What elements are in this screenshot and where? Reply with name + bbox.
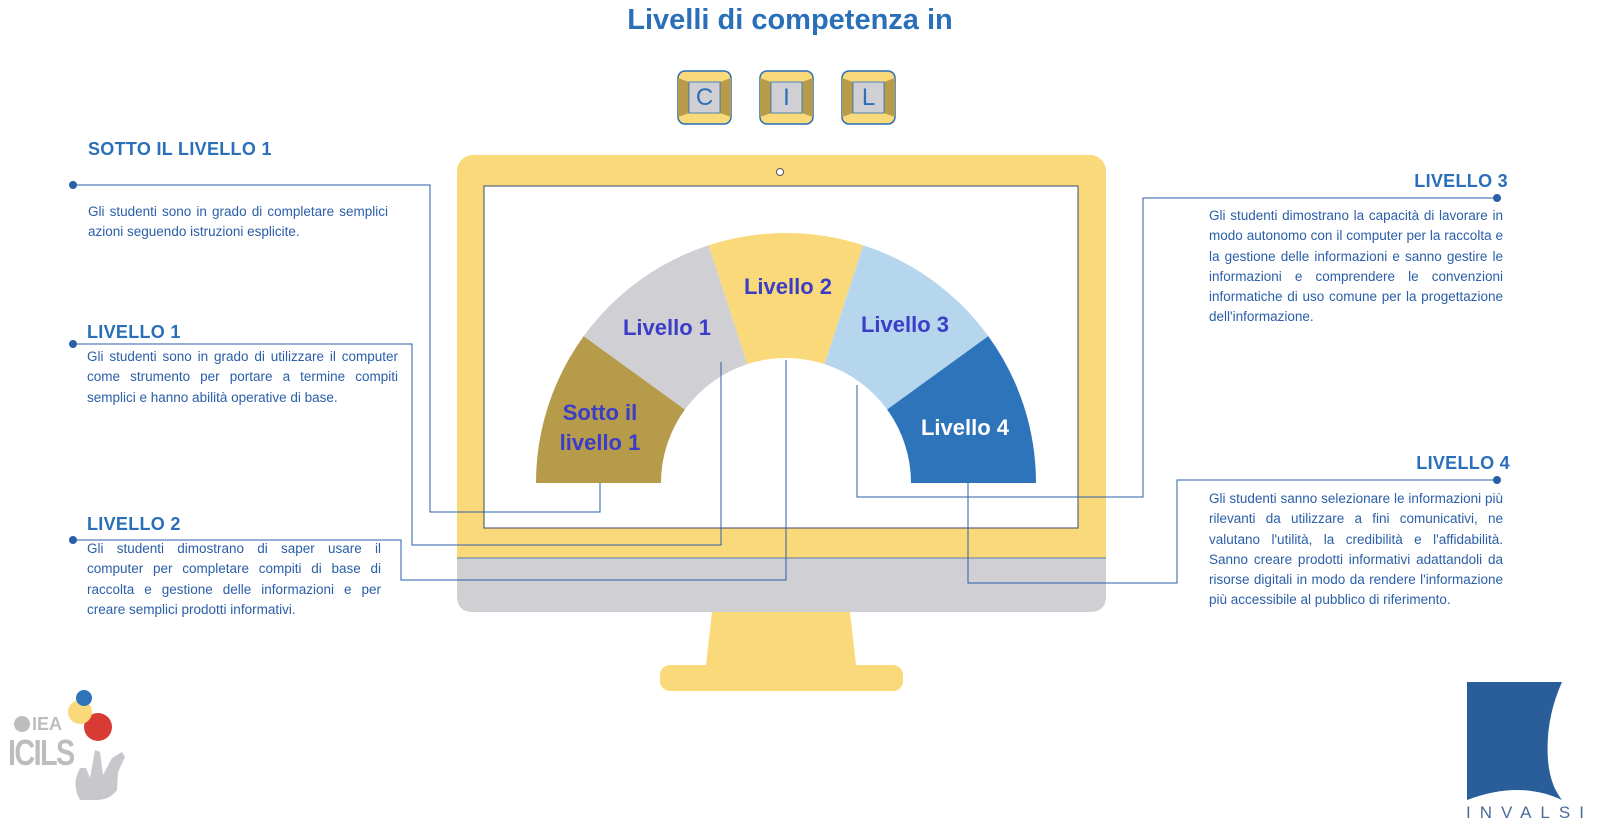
- connectors: [69, 181, 1501, 584]
- gauge-label-sotto-livello-1: Sotto il livello 1: [559, 400, 641, 455]
- connector-sotto-livello-1: [73, 184, 601, 513]
- text-sotto-livello-1: Gli studenti sono in grado di completare…: [88, 204, 388, 240]
- icils-logo: [14, 690, 125, 800]
- invalsi-logo-text: INVALSI: [1466, 803, 1593, 822]
- iea-logo-text: IEA: [32, 714, 63, 734]
- monitor-base: [660, 665, 903, 691]
- heading-livello-2: LIVELLO 2: [87, 514, 181, 534]
- connector-livello-3: [856, 197, 1497, 498]
- gauge-segment-livello-3: [824, 245, 989, 410]
- monitor-stand: [706, 612, 856, 665]
- connector-dot-sotto-livello-1: [69, 181, 77, 189]
- heading-livello-4: LIVELLO 4: [1416, 453, 1510, 473]
- invalsi-logo: [1467, 682, 1562, 800]
- key-l: L: [841, 70, 896, 125]
- page-title: Livelli di competenza in: [627, 4, 953, 36]
- gauge-segment-livello-1: [583, 245, 748, 410]
- gauge: [536, 232, 1036, 483]
- connector-livello-1: [73, 343, 722, 546]
- text-livello-1: Gli studenti sono in grado di utilizzare…: [87, 349, 398, 405]
- gauge-label-livello-2: Livello 2: [743, 274, 833, 299]
- connector-livello-4: [967, 479, 1497, 584]
- heading-sotto-livello-1: SOTTO IL LIVELLO 1: [88, 139, 272, 159]
- connector-dot-livello-3: [1493, 194, 1501, 202]
- gauge-label-livello-1: Livello 1: [622, 315, 712, 340]
- heading-livello-3: LIVELLO 3: [1414, 171, 1508, 191]
- icils-logo-text: ICILS: [8, 732, 75, 773]
- text-livello-4: Gli studenti sanno selezionare le inform…: [1209, 491, 1503, 608]
- camera-icon: [776, 168, 784, 176]
- key-i: I: [759, 70, 814, 125]
- connector-dot-livello-1: [69, 340, 77, 348]
- text-livello-3: Gli studenti dimostrano la capacità di l…: [1209, 208, 1503, 325]
- gauge-label-livello-4: Livello 4: [920, 415, 1010, 440]
- monitor-chin: [457, 558, 1106, 612]
- connector-dot-livello-4: [1493, 476, 1501, 484]
- gauge-segment-livello-4: [887, 336, 1036, 483]
- connector-dot-livello-2: [69, 536, 77, 544]
- key-c: C: [677, 70, 732, 125]
- text-livello-2: Gli studenti dimostrano di saper usare i…: [87, 541, 381, 617]
- gauge-segment-sotto-livello-1: [536, 336, 685, 483]
- gauge-label-livello-3: Livello 3: [860, 312, 950, 337]
- connector-livello-2: [73, 360, 787, 581]
- heading-livello-1: LIVELLO 1: [87, 322, 181, 342]
- gauge-segment-livello-2: [708, 232, 864, 365]
